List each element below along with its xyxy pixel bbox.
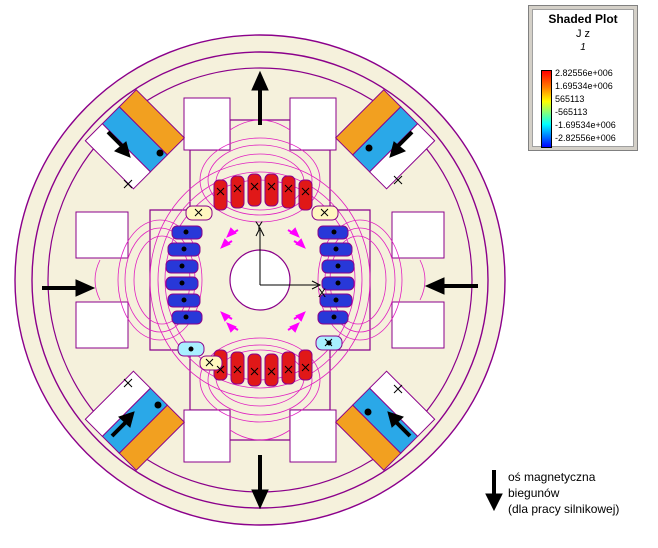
legend-panel: Shaded Plot J z 1 2.82556e+006 1.69534e+… [528,5,638,151]
legend-tick: 1.69534e+006 [555,81,613,91]
legend-tick: 565113 [555,94,585,104]
legend-tick: -1.69534e+006 [555,120,616,130]
flux-direction-arrows [220,227,306,333]
x-axis-label: X [318,286,326,300]
legend-color-bar [541,70,552,148]
coil-markers [123,144,403,416]
slot-cross-marks [194,182,333,376]
legend-inner: Shaded Plot J z 1 2.82556e+006 1.69534e+… [532,9,634,148]
legend-tick: 2.82556e+006 [555,68,613,78]
legend-tick: -565113 [555,107,588,117]
stator-cutouts [75,97,445,463]
slot-dot-marks [179,229,341,352]
annotation-line-1: oś magnetyczna [508,470,596,484]
y-axis-label: Y [255,219,263,233]
coordinate-axes [255,226,322,290]
legend-step: 1 [580,42,586,53]
magnetic-axis-arrows [42,70,478,510]
legend-quantity: J z [575,28,591,40]
legend-tick: -2.82556e+006 [555,133,616,143]
diagonal-coils [84,89,436,471]
annotation-line-3: (dla pracy silnikowej) [508,502,620,516]
annotation-line-2: biegunów [508,486,560,500]
rotor-slots-top [213,173,313,211]
legend-title: Shaded Plot [548,12,618,26]
annotation-arrow-icon [485,470,503,512]
